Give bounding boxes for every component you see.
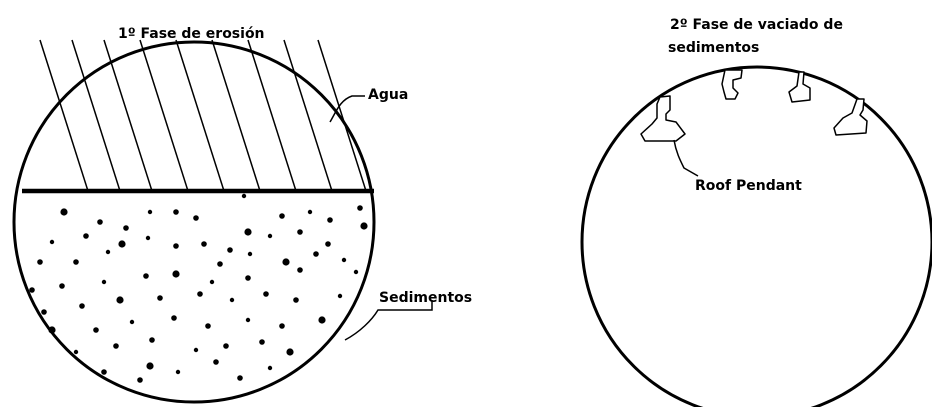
emptied-cavity-circle [582, 67, 932, 407]
sediment-dot [137, 377, 143, 383]
right-panel-title-line2: sedimentos [668, 40, 759, 56]
right-panel: 2º Fase de vaciado de sedimentos Roof Pe… [582, 17, 932, 407]
sediment-dot [106, 250, 110, 254]
sediment-dot [248, 252, 252, 256]
sediment-dot [357, 205, 363, 211]
sediment-dot [325, 241, 331, 247]
sediment-dot [29, 287, 35, 293]
sediment-dot [297, 229, 303, 235]
sediment-dot [245, 275, 251, 281]
sediment-dot [360, 222, 367, 229]
sediment-dot [113, 343, 119, 349]
sediment-dot [60, 208, 67, 215]
sediment-dot [173, 243, 179, 249]
sediment-dot [171, 315, 177, 321]
hatch-line [176, 40, 224, 191]
sediment-dot [59, 283, 65, 289]
sediment-dot [116, 296, 123, 303]
sediment-dot [146, 362, 153, 369]
sediment-dot [213, 359, 219, 365]
sediment-leader-line [345, 300, 432, 340]
sediment-dot [242, 194, 246, 198]
sediment-dot [176, 370, 180, 374]
sediment-dot [73, 259, 79, 265]
left-panel-title: 1º Fase de erosión [118, 26, 265, 42]
sediment-dot [313, 251, 319, 257]
sediment-dot [172, 270, 179, 277]
sediment-dot [263, 291, 269, 297]
sediment-dot [143, 273, 149, 279]
sediment-dot [279, 213, 285, 219]
sediment-dot [101, 369, 107, 375]
sediment-dot [293, 297, 299, 303]
sediment-dot [354, 270, 358, 274]
sediment-dot [318, 316, 325, 323]
hatch-line [248, 40, 296, 191]
sediment-dot [205, 323, 211, 329]
sediment-dot [297, 267, 303, 273]
sediment-dot [210, 280, 214, 284]
water-hatching [40, 40, 366, 191]
roof-pendant-2 [722, 70, 742, 99]
sediment-dot [37, 259, 43, 265]
sediment-dot [282, 258, 289, 265]
sediment-dot [259, 339, 265, 345]
sediment-dot [217, 261, 223, 267]
sediment-label: Sedimentos [379, 290, 472, 306]
sediment-dot [193, 215, 199, 221]
water-label: Agua [368, 87, 408, 103]
sediment-dot [246, 318, 250, 322]
sediment-dot [149, 337, 155, 343]
sediment-dot [79, 303, 85, 309]
sediment-dot [268, 366, 272, 370]
roof-pendant-4 [834, 99, 867, 135]
sediment-dot [237, 375, 243, 381]
sediment-dot [342, 258, 346, 262]
sediment-dot [230, 298, 234, 302]
sediment-dot [83, 233, 89, 239]
sediment-dot [194, 348, 198, 352]
sediment-dot [173, 209, 179, 215]
sediment-dot [50, 240, 54, 244]
pendant-label: Roof Pendant [695, 178, 802, 194]
sediment-dot [244, 228, 251, 235]
roof-pendants [641, 70, 867, 141]
roof-pendant-1 [641, 96, 685, 141]
sediment-dot [157, 295, 163, 301]
sediment-dot [74, 350, 78, 354]
sediment-dot [308, 210, 312, 214]
hatch-line [140, 40, 188, 191]
sediment-dot [123, 225, 129, 231]
sediment-dot [130, 320, 134, 324]
sediment-dot [201, 241, 207, 247]
roof-pendant-3 [789, 72, 810, 102]
pendant-leader-line [674, 140, 698, 176]
sediment-dot [279, 323, 285, 329]
sediment-dot [327, 217, 333, 223]
sediment-dot [338, 294, 342, 298]
sediment-dot [118, 240, 125, 247]
sediment-dot [197, 291, 203, 297]
sediment-dot [148, 210, 152, 214]
sediment-dot [227, 247, 233, 253]
sediment-dot [223, 343, 229, 349]
sediment-dot [268, 234, 272, 238]
sediment-dot [102, 280, 106, 284]
sediment-dot [93, 327, 99, 333]
right-panel-title-line1: 2º Fase de vaciado de [670, 17, 843, 33]
sediment-dot [146, 236, 150, 240]
hatch-line [212, 40, 260, 191]
sediment-dot [286, 348, 293, 355]
sediment-dot [41, 309, 47, 315]
left-panel: 1º Fase de erosión Agua Sedimentos [14, 26, 472, 402]
sediment-dot [97, 219, 103, 225]
